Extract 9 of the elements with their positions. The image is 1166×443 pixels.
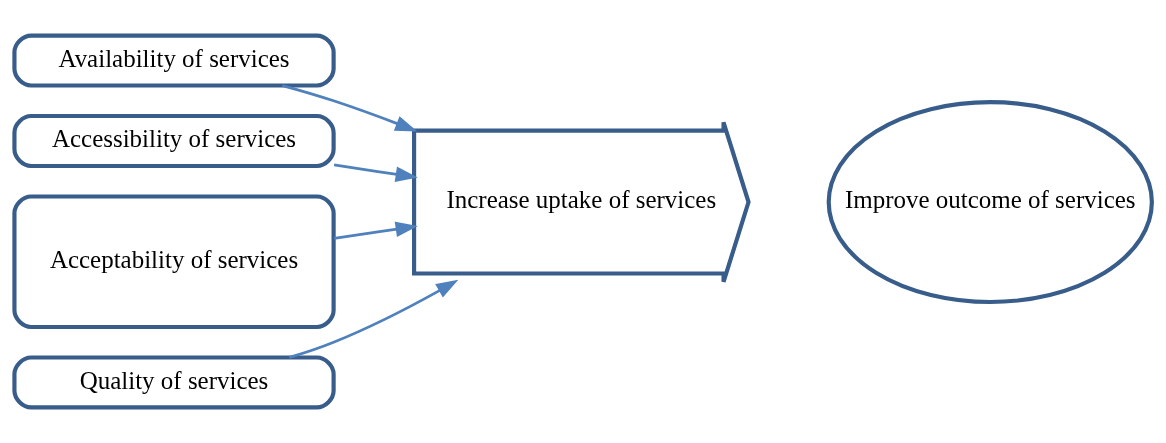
arrow (333, 163, 418, 182)
arrow (288, 279, 459, 359)
node-box: Quality of services (12, 355, 336, 410)
arrow (333, 221, 418, 240)
node-box: Acceptability of services (12, 194, 336, 330)
arrow (282, 84, 418, 132)
node-box: Accessibility of services (12, 113, 336, 169)
node-box: Availability of services (12, 33, 336, 88)
node-ellipse: Improve outcome of services (826, 100, 1154, 305)
